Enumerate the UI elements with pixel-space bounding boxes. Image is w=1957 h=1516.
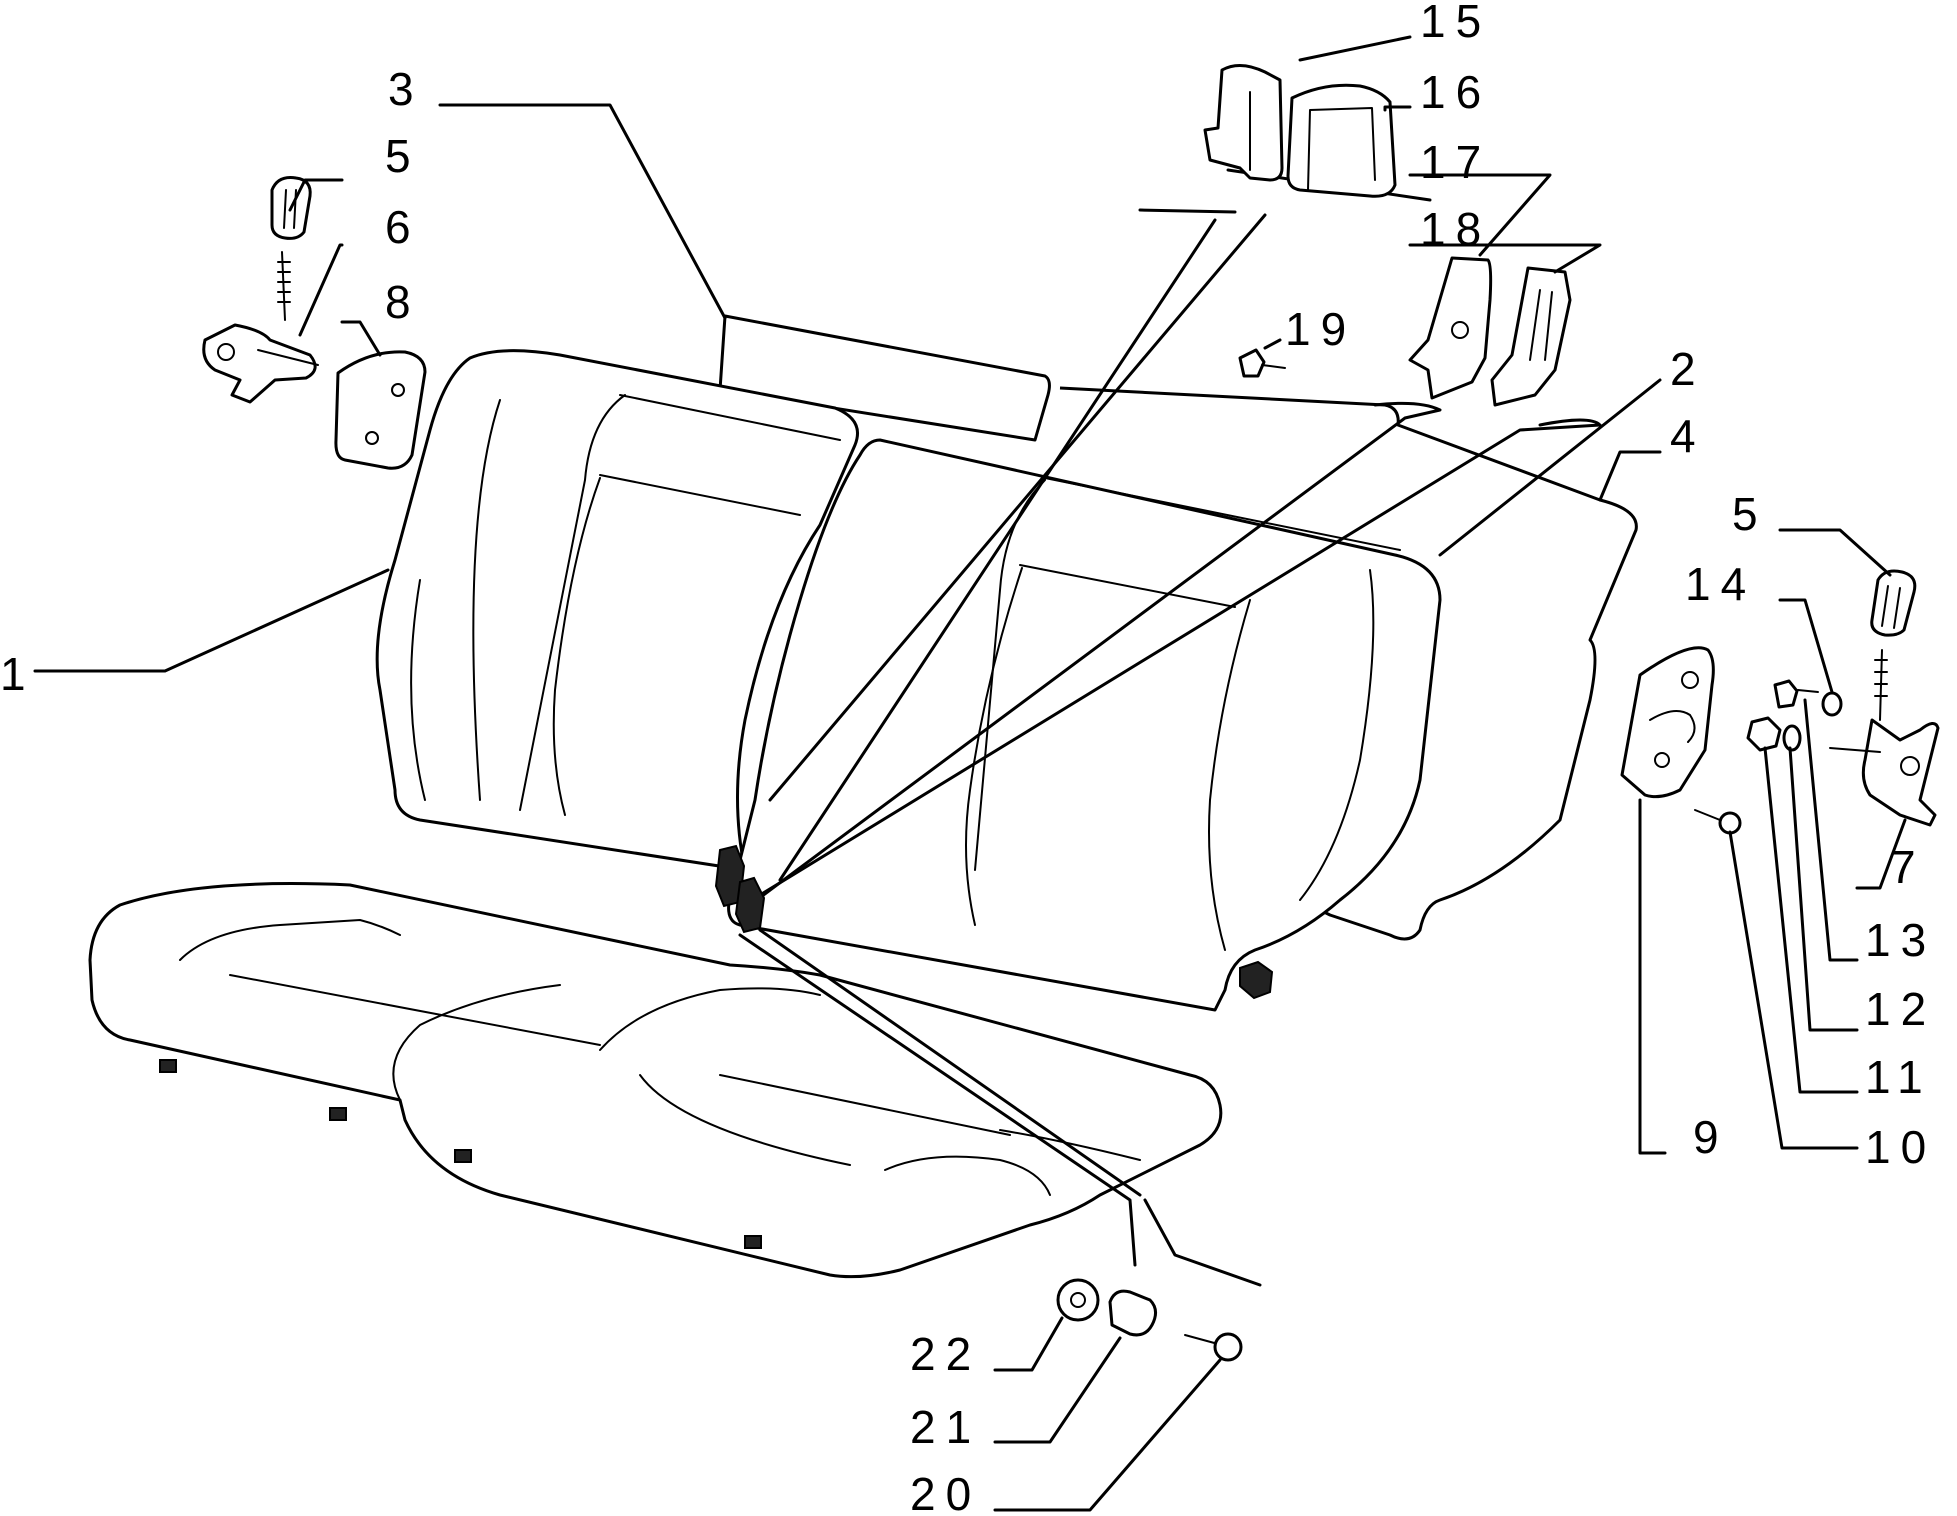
callout-1: 1 — [0, 648, 36, 700]
latch-icon-left — [202, 251, 319, 404]
callout-13: 13 — [1865, 914, 1936, 966]
bracket-icon-left — [334, 350, 427, 470]
callout-3: 3 — [388, 63, 424, 115]
seat-belt-straps — [714, 168, 1602, 1287]
callout-10: 10 — [1865, 1121, 1936, 1173]
bracket-9-icon — [1620, 646, 1715, 799]
callout-9: 9 — [1693, 1111, 1729, 1163]
bracket-18-icon — [1490, 266, 1572, 407]
washer-22-icon — [1056, 1278, 1100, 1322]
callout-18: 18 — [1420, 203, 1491, 255]
bracket-15-icon — [1203, 64, 1284, 182]
callout-4: 4 — [1670, 410, 1706, 462]
backrest-right-cushion — [727, 438, 1442, 1012]
callout-7: 7 — [1890, 841, 1926, 893]
callout-19: 19 — [1285, 303, 1356, 355]
callout-15: 15 — [1420, 0, 1491, 47]
backrest-left-cushion — [375, 349, 859, 872]
screw-20-icon — [1184, 1332, 1243, 1362]
callout-17: 17 — [1420, 136, 1491, 188]
screw-10-icon — [1694, 809, 1742, 835]
callout-8: 8 — [385, 276, 421, 328]
backrest-top-panel — [718, 314, 1051, 442]
bracket-16-icon — [1286, 83, 1397, 198]
washer-14-icon — [1821, 691, 1843, 717]
nut-11-icon — [1746, 716, 1782, 752]
callout-14: 14 — [1685, 558, 1756, 610]
bracket-17-icon — [1408, 256, 1493, 400]
latch-icon-right — [1829, 649, 1940, 827]
callout-2: 2 — [1670, 343, 1706, 395]
callout-11: 11 — [1865, 1051, 1933, 1103]
callout-20: 20 — [910, 1468, 981, 1516]
callout-21: 21 — [910, 1401, 981, 1453]
callout-16: 16 — [1420, 66, 1491, 118]
callout-5-right: 5 — [1732, 488, 1768, 540]
bushing-21-icon — [1108, 1289, 1157, 1337]
seat-cushion — [88, 882, 1223, 1279]
callout-12: 12 — [1865, 983, 1936, 1035]
callout-6: 6 — [385, 201, 421, 253]
bolt-13-icon — [1773, 679, 1819, 709]
bolt-19-icon — [1238, 348, 1286, 378]
washer-12-icon — [1782, 724, 1802, 752]
leader-lines — [33, 35, 1907, 1512]
callout-5-left: 5 — [385, 130, 421, 182]
knob-icon-right — [1870, 569, 1917, 637]
callout-22: 22 — [910, 1328, 981, 1380]
